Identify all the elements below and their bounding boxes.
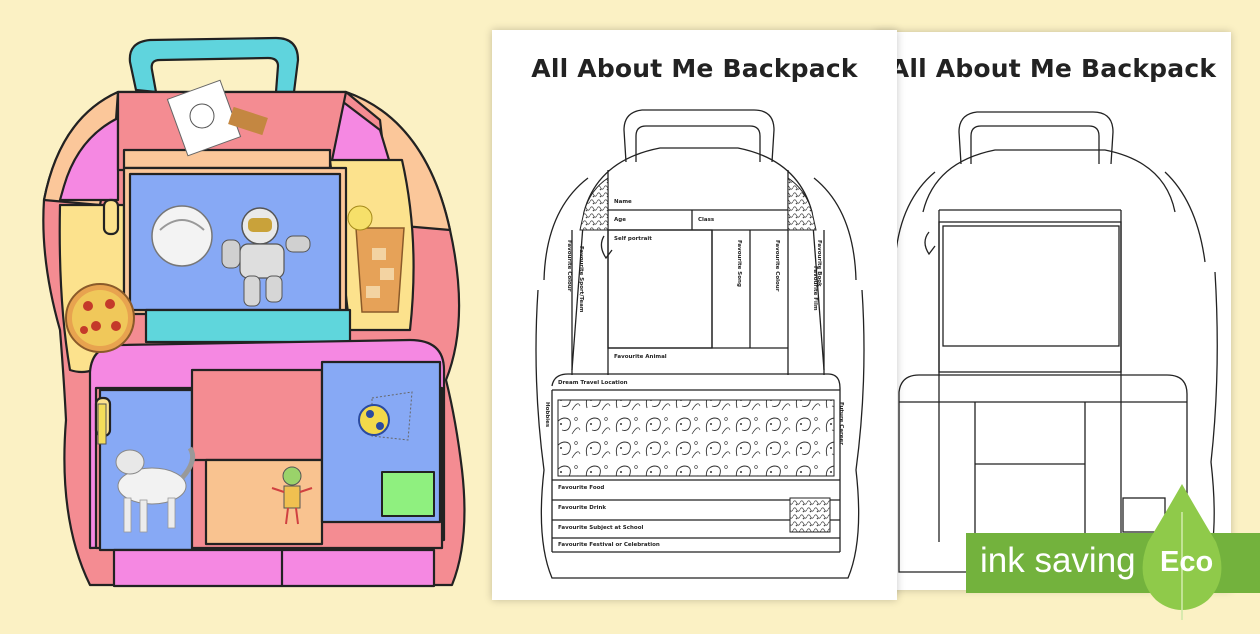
favourite-festival-label: Favourite Festival or Celebration: [558, 542, 660, 548]
worksheet-front-title: All About Me Backpack: [531, 54, 858, 83]
worksheet-front: All About Me Backpack: [492, 30, 897, 600]
name-label: Name: [614, 199, 632, 205]
robot-icon: [271, 466, 313, 525]
right-vertical-label-2: Favourite Film: [812, 266, 818, 311]
mid-vertical-label-2: Favourite Song: [736, 240, 742, 287]
eco-badge-word: Eco: [1160, 546, 1214, 578]
favourite-food-label: Favourite Food: [558, 485, 605, 491]
astronaut-icon: [221, 207, 311, 307]
left-vertical-label-1: Favourite Colour: [566, 240, 572, 292]
pizza-icon: [65, 283, 135, 353]
dream-travel-label: Dream Travel Location: [558, 380, 628, 386]
soccer-ball-icon: [358, 391, 413, 441]
colored-backpack-drawing: [42, 36, 466, 588]
leaf-icon: [1142, 484, 1222, 620]
colored-backpack: [0, 0, 480, 630]
pencil-icon: [97, 403, 107, 445]
worksheet-back-title: All About Me Backpack: [889, 54, 1217, 83]
favourite-drink-label: Favourite Drink: [558, 505, 607, 511]
helmet-icon: [151, 205, 213, 267]
class-label: Class: [698, 217, 715, 223]
iced-drink-icon: [347, 205, 405, 313]
labelled-backpack-outline: [535, 109, 865, 579]
favourite-subject-label: Favourite Subject at School: [558, 525, 644, 531]
mid-vertical-label-1: Favourite Colour: [774, 240, 780, 292]
hobbies-label: Hobbies: [544, 402, 550, 428]
eco-badge-text: ink saving: [980, 541, 1136, 580]
future-career-label: Future Career: [838, 402, 844, 445]
age-label: Age: [614, 217, 626, 223]
worksheet-back: All About Me Backpack: [875, 32, 1231, 590]
favourite-animal-label: Favourite Animal: [614, 354, 667, 360]
dog-icon: [115, 446, 196, 533]
left-vertical-label-2: Favourite Sport/Team: [578, 246, 584, 313]
self-portrait-label: Self portrait: [614, 236, 652, 242]
drawing-icon: [166, 79, 268, 157]
